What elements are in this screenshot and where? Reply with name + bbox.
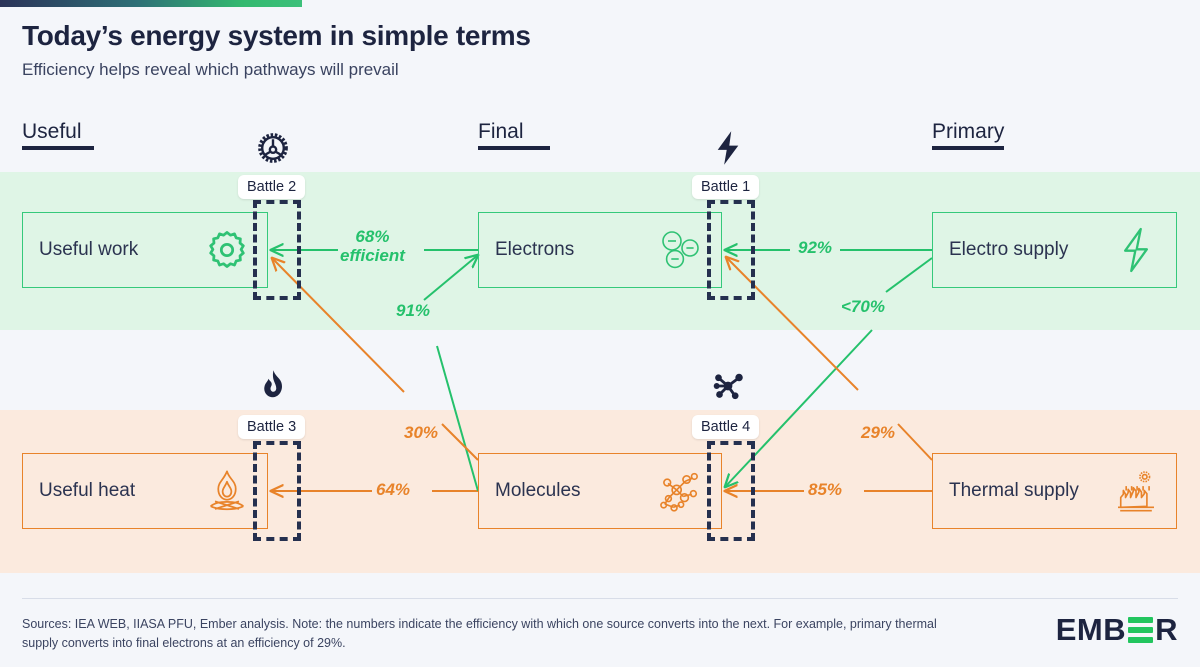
footer-divider <box>22 598 1178 599</box>
node-label: Useful work <box>39 239 139 261</box>
battle-label-3[interactable]: Battle 3 <box>238 415 306 439</box>
battle-label-2[interactable]: Battle 2 <box>238 175 306 199</box>
battle-label-1[interactable]: Battle 1 <box>692 175 760 199</box>
ember-logo-text-2: R <box>1155 612 1178 647</box>
node-label: Electro supply <box>949 239 1069 261</box>
column-header-final: Final <box>478 120 550 150</box>
flow-label-68: 68% efficient <box>340 227 405 265</box>
battle-frame-4 <box>707 441 755 541</box>
node-thermal-supply[interactable]: Thermal supply <box>932 453 1177 529</box>
campfire-icon <box>201 465 253 517</box>
node-label: Thermal supply <box>949 480 1079 502</box>
node-electro-supply[interactable]: Electro supply <box>932 212 1177 288</box>
flow-label-70: <70% <box>841 297 885 316</box>
flow-label-85: 85% <box>808 480 843 499</box>
column-header-useful: Useful <box>22 120 94 150</box>
node-molecules[interactable]: Molecules <box>478 453 722 529</box>
power-plant-icon <box>1110 465 1162 517</box>
node-useful-heat[interactable]: Useful heat <box>22 453 268 529</box>
ember-logo: EMB R <box>1056 612 1178 648</box>
node-electrons[interactable]: Electrons <box>478 212 722 288</box>
node-label: Electrons <box>495 239 575 261</box>
battle-label-4[interactable]: Battle 4 <box>692 415 760 439</box>
flow-label-29: 29% <box>861 423 896 442</box>
battle-frame-3 <box>253 441 301 541</box>
battle-frame-2 <box>253 200 301 300</box>
thermal-band <box>0 410 1200 573</box>
flow-label-92: 92% <box>798 238 833 257</box>
brand-accent-bar <box>0 0 302 7</box>
bolt-icon <box>706 126 750 170</box>
battle-frame-1 <box>707 200 755 300</box>
ember-logo-green-e-icon <box>1128 617 1154 644</box>
page-subtitle: Efficiency helps reveal which pathways w… <box>22 60 399 79</box>
flow-label-64: 64% <box>376 480 411 499</box>
sources-note: Sources: IEA WEB, IIASA PFU, Ember analy… <box>22 617 937 651</box>
flow-label-30: 30% <box>404 423 439 442</box>
node-useful-work[interactable]: Useful work <box>22 212 268 288</box>
node-label: Molecules <box>495 480 581 502</box>
gear-outline-icon <box>201 224 253 276</box>
electrons-icon <box>655 224 707 276</box>
lightning-outline-icon <box>1110 224 1162 276</box>
molecule-icon <box>706 364 750 408</box>
flow-label-91: 91% <box>396 301 431 320</box>
column-header-primary: Primary <box>932 120 1005 150</box>
gear-icon <box>251 126 295 170</box>
page-title: Today’s energy system in simple terms <box>22 20 531 51</box>
molecules-icon <box>655 465 707 517</box>
flow-label-68-line2: efficient <box>340 246 405 266</box>
ember-logo-text-1: EMB <box>1055 612 1127 647</box>
flame-icon <box>251 364 295 408</box>
node-label: Useful heat <box>39 480 136 502</box>
electricity-band <box>0 172 1200 330</box>
flow-label-68-line1: 68% <box>355 227 390 246</box>
